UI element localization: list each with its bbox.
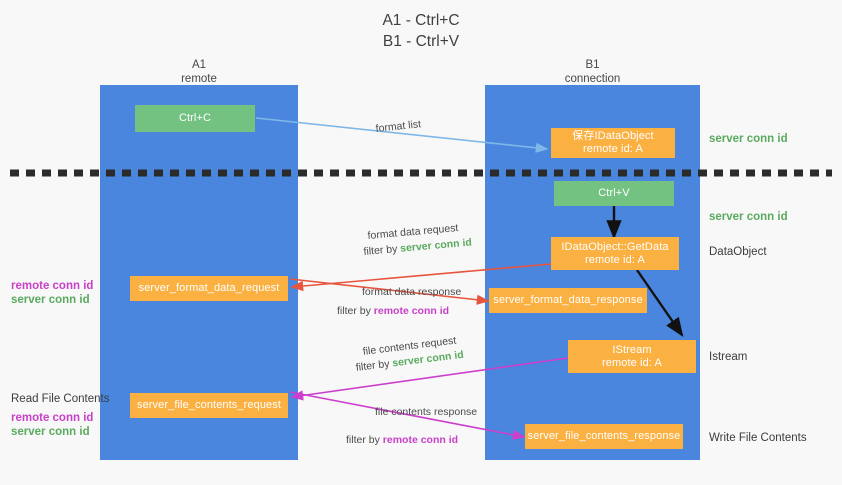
filter-value-remote-conn-id: remote conn id bbox=[373, 305, 450, 317]
filter-prefix: filter by bbox=[346, 434, 383, 446]
box-ctrl-v-label: Ctrl+V bbox=[598, 187, 630, 199]
edge-label-format-data-response-text: format data response bbox=[362, 286, 462, 298]
box-save-idataobject-line2: remote id: A bbox=[583, 143, 643, 155]
box-server-file-contents-response-label: server_file_contents_response bbox=[527, 430, 681, 442]
box-server-format-data-response-label: server_format_data_response bbox=[493, 294, 643, 306]
box-istream[interactable]: IStream remote id: A bbox=[568, 340, 696, 373]
edge-label-file-contents-response-text: file contents response bbox=[375, 406, 478, 418]
note-write-file-contents: Write File Contents bbox=[709, 432, 807, 444]
column-b1-name: B1 bbox=[585, 59, 600, 71]
edge-label-format-list-text: format list bbox=[375, 118, 422, 135]
filter-value-remote-conn-id: remote conn id bbox=[382, 434, 459, 446]
box-server-format-data-response[interactable]: server_format_data_response bbox=[489, 288, 647, 313]
note-format-remote-conn-id: remote conn id bbox=[11, 280, 94, 292]
box-server-file-contents-request[interactable]: server_file_contents_request bbox=[130, 393, 288, 418]
box-server-file-contents-request-label: server_file_contents_request bbox=[136, 399, 282, 411]
note-server-conn-id-mid: server conn id bbox=[709, 211, 788, 223]
column-b1-sub: connection bbox=[564, 73, 621, 85]
edge-label-format-data-response: format data response bbox=[362, 285, 461, 300]
note-format-server-conn-id: server conn id bbox=[11, 294, 90, 306]
box-istream-line1: IStream bbox=[612, 343, 652, 356]
box-istream-line2: remote id: A bbox=[602, 356, 662, 369]
edge-label-format-data-response-filter: filter by remote conn id bbox=[337, 304, 449, 319]
note-server-conn-id-top: server conn id bbox=[709, 133, 788, 145]
box-idataobject-getdata[interactable]: IDataObject::GetData remote id: A bbox=[551, 237, 679, 270]
column-a1-name: A1 bbox=[191, 59, 207, 71]
column-header-a1: A1 remote bbox=[100, 58, 298, 86]
note-file-server-conn-id: server conn id bbox=[11, 426, 90, 438]
edge-label-file-contents-response: file contents response bbox=[375, 405, 477, 420]
box-save-idataobject-line1: 保存IDataObject bbox=[572, 130, 654, 142]
note-istream: Istream bbox=[709, 351, 748, 363]
edge-label-file-contents-response-filter: filter by remote conn id bbox=[346, 433, 458, 448]
box-save-idataobject[interactable]: 保存IDataObject remote id: A bbox=[551, 128, 675, 158]
note-file-remote-conn-id: remote conn id bbox=[11, 412, 94, 424]
box-getdata-line2: remote id: A bbox=[585, 253, 645, 266]
title-line-2: B1 - Ctrl+V bbox=[382, 33, 460, 50]
filter-prefix: filter by bbox=[337, 305, 374, 317]
column-header-b1: B1 connection bbox=[485, 58, 700, 86]
box-getdata-line1: IDataObject::GetData bbox=[561, 240, 669, 253]
box-ctrl-v[interactable]: Ctrl+V bbox=[554, 181, 674, 206]
note-read-file-contents: Read File Contents bbox=[11, 393, 110, 405]
note-dataobject: DataObject bbox=[709, 246, 767, 258]
box-ctrl-c[interactable]: Ctrl+C bbox=[135, 105, 255, 132]
title-line-1: A1 - Ctrl+C bbox=[382, 12, 460, 29]
edge-label-format-list: format list bbox=[375, 117, 422, 137]
column-a1-sub: remote bbox=[181, 73, 217, 85]
filter-prefix: filter by bbox=[355, 357, 394, 374]
filter-prefix: filter by bbox=[363, 242, 401, 258]
box-ctrl-c-label: Ctrl+C bbox=[178, 112, 212, 124]
box-server-format-data-request-label: server_format_data_request bbox=[138, 282, 280, 294]
page-title: A1 - Ctrl+C B1 - Ctrl+V bbox=[0, 10, 842, 52]
box-server-format-data-request[interactable]: server_format_data_request bbox=[130, 276, 288, 301]
box-server-file-contents-response[interactable]: server_file_contents_response bbox=[525, 424, 683, 449]
